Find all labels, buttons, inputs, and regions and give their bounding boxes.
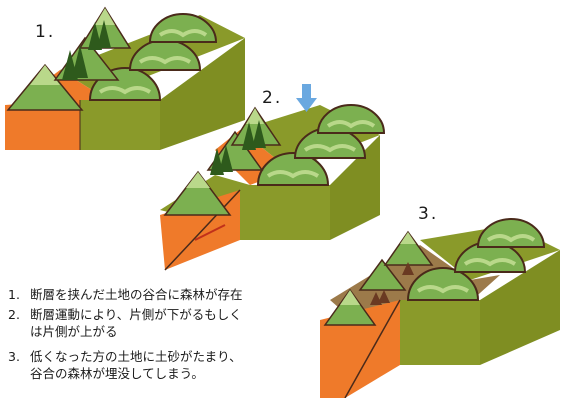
step-2-label: 2. <box>262 88 283 108</box>
caption-1-num: 1. <box>8 287 20 302</box>
caption-3-line-1: 低くなった方の土地に土砂がたまり、 <box>30 349 242 364</box>
block-3-hill-front-right <box>406 267 480 301</box>
block-3-right-face <box>480 250 560 365</box>
block-2-forest-icon <box>210 120 266 175</box>
block-2-peak-2 <box>206 130 264 171</box>
caption-3: 3. 低くなった方の土地に土砂がたまり、 谷合の森林が埋没してしまう。 <box>8 348 242 382</box>
block-3-peak-1 <box>323 288 377 326</box>
block-2-fault-line <box>164 189 241 271</box>
block-1-hill-back <box>148 13 218 43</box>
caption-2: 2. 断層運動により、片側が下がるもしく は片側が上がる <box>8 306 242 340</box>
block-1-right-face <box>160 38 245 150</box>
caption-3-line-2: 谷合の森林が埋没してしまう。 <box>30 366 204 381</box>
block-1 <box>5 6 245 150</box>
block-2-hill-back <box>316 104 386 134</box>
block-3-peak-2 <box>358 258 407 291</box>
step-1-label: 1. <box>35 22 56 42</box>
caption-1-line-1: 断層を挟んだ土地の谷合に森林が存在 <box>30 287 243 302</box>
block-1-front-face <box>80 100 160 150</box>
caption-2-num: 2. <box>8 307 20 322</box>
block-2-right-face <box>330 135 380 240</box>
caption-2-line-1: 断層運動により、片側が下がるもしく <box>30 307 242 322</box>
caption-1: 1. 断層を挟んだ土地の谷合に森林が存在 <box>8 286 243 303</box>
block-1-forest-icon <box>62 20 111 80</box>
block-1-front-orange <box>5 100 80 150</box>
block-3-fault-line <box>344 299 401 398</box>
caption-2-line-2: は片側が上がる <box>30 324 118 339</box>
step-3-label: 3. <box>418 204 439 224</box>
block-1-peak-1 <box>6 63 84 111</box>
block-2-peak-1 <box>163 170 232 216</box>
block-3-hill-back <box>476 218 546 248</box>
caption-3-num: 3. <box>8 349 20 364</box>
block-3-buried-forest-icon <box>370 262 414 305</box>
block-2-front-face <box>240 185 330 240</box>
block-2 <box>160 84 386 271</box>
block-3 <box>320 218 560 398</box>
down-arrow-icon <box>296 84 317 112</box>
block-3-front-face <box>400 300 480 365</box>
